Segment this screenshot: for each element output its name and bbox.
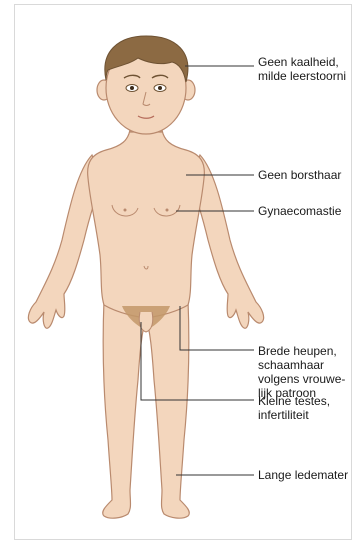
legs: [103, 300, 190, 518]
label-limbs: Lange ledemater: [258, 468, 348, 482]
head: [97, 36, 195, 134]
torso: [88, 130, 205, 318]
label-baldness: Geen kaalheid, milde leerstoorni: [258, 55, 346, 83]
label-hips: Brede heupen, schaamhaar volgens vrouwe-…: [258, 344, 345, 400]
label-chest-hair: Geen borsthaar: [258, 168, 341, 182]
label-gynecomastia: Gynaecomastie: [258, 204, 341, 218]
label-testes: Kleine testes, infertiliteit: [258, 394, 330, 422]
